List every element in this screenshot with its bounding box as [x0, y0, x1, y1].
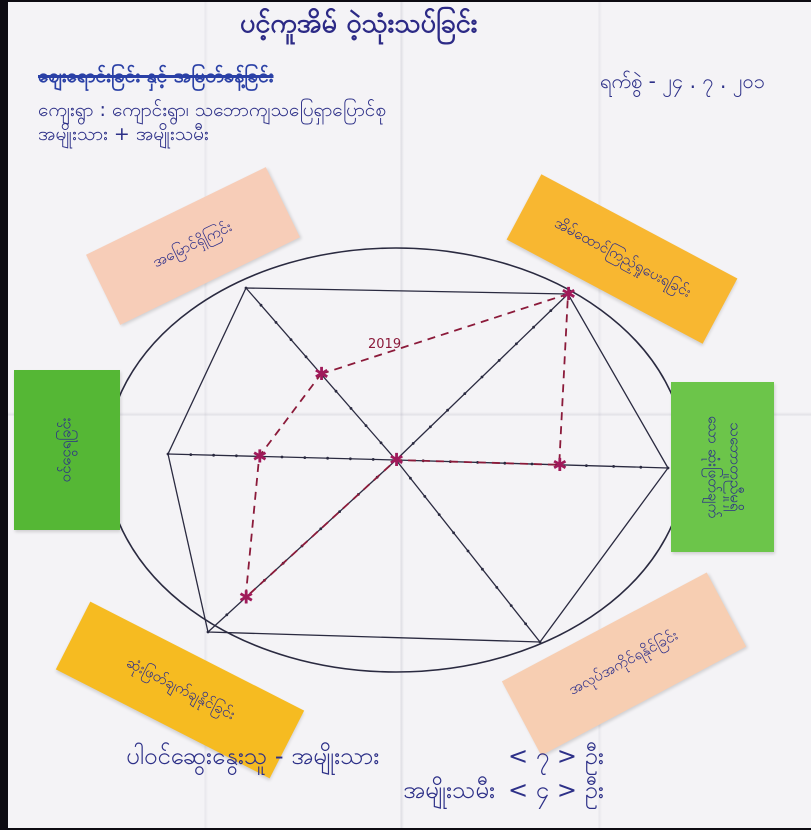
- struck-subtitle: ဈေးရောင်းခြင်း နှင့် အမြတ်ခန့်ခြင်း: [38, 65, 274, 87]
- year-label: 2019: [368, 337, 401, 352]
- tick-bottom_left-3: [338, 510, 341, 513]
- series-2019-line: [244, 292, 569, 600]
- women-label: အမျိုးသမီး: [403, 776, 496, 804]
- tick-bottom_left-9: [225, 613, 229, 617]
- tick-top_right-3: [446, 408, 449, 412]
- tick-top_right-5: [480, 375, 484, 379]
- tick-left-5: [280, 455, 284, 459]
- tick-left-8: [212, 453, 216, 457]
- note-left: ဝင်ငွေရခြင်း: [14, 370, 120, 530]
- tick-top_left-2: [364, 424, 368, 427]
- tick-left-7: [235, 454, 238, 458]
- gender-label: အမျိုးသား + အမျိုးသမီး: [38, 123, 209, 145]
- tick-top_right-6: [497, 359, 501, 362]
- tick-right-7: [585, 464, 588, 467]
- tick-bottom_right-3: [437, 513, 441, 516]
- tick-top_left-1: [379, 441, 383, 445]
- tick-bottom_right-5: [466, 549, 470, 553]
- tick-left-4: [303, 456, 307, 459]
- tick-right-9: [639, 465, 643, 469]
- tick-bottom_right-7: [495, 586, 499, 589]
- series-2019-points: ✱ ✱ ✱ ✱ ✱ ✱: [239, 284, 576, 609]
- point-top_left: ✱: [314, 364, 329, 385]
- men-count: < ၇ > ဦး: [508, 742, 605, 770]
- tick-right-8: [612, 465, 615, 468]
- tick-top_right-7: [515, 342, 518, 346]
- tick-top_left-8: [274, 321, 278, 324]
- tick-right-5: [530, 462, 534, 466]
- tick-bottom_right-8: [509, 604, 513, 607]
- tick-top_left-3: [349, 407, 353, 410]
- tick-top_left-9: [259, 303, 263, 307]
- tick-top_right-4: [463, 392, 467, 395]
- point-bottom_left: ✱: [239, 588, 254, 609]
- point-top_right: ✱: [561, 284, 576, 305]
- participants-label: ပါဝင်ဆွေးနွေးသူ - အမျိုးသား: [126, 742, 380, 770]
- tick-bottom_right-4: [452, 531, 455, 535]
- tick-top_right-8: [532, 325, 535, 329]
- tick-left-1: [371, 458, 375, 461]
- tick-bottom_right-1: [409, 476, 412, 480]
- point-right: ✱: [552, 455, 567, 476]
- tick-bottom_right-9: [524, 622, 527, 626]
- village-label: ကျေးရွာ : ကျောင်းရွာ၊ သဘောကျသပြေရှာပြောင…: [38, 99, 387, 121]
- tick-top_left-6: [304, 355, 308, 359]
- spider-web-diagram: ✱ ✱ ✱ ✱ ✱ ✱ 2019: [105, 247, 687, 673]
- tick-right-4: [503, 461, 507, 465]
- tick-top_left-7: [289, 338, 293, 341]
- tick-top_left-4: [334, 389, 338, 393]
- tick-top_right-9: [549, 309, 553, 312]
- date: ရက်စွဲ - ၂၄ . ၇ . ၂၀၁: [600, 69, 766, 93]
- note-right: သဘောတူညီမှုရှိသော ဆုံးဖြတ်ချက်: [671, 382, 774, 552]
- tick-bottom_left-4: [319, 527, 323, 531]
- tick-bottom_right-6: [481, 567, 484, 571]
- point-left: ✱: [252, 446, 267, 467]
- tick-top_right-1: [411, 442, 415, 445]
- tick-left-9: [189, 453, 193, 456]
- tick-right-6: [557, 463, 561, 467]
- page-title: ပင့်ကူအိမ် ဝဲ့သုံးသပ်ခြင်း: [240, 8, 478, 39]
- tick-left-3: [326, 456, 329, 460]
- point-bottom_right: ✱: [389, 450, 404, 471]
- paper-sheet: ✱ ✱ ✱ ✱ ✱ ✱ 2019 ပင့်ကူအိမ် ဝဲ့သုံးသပ်ခြင်း ဈ…: [8, 2, 811, 828]
- women-count: < ၄ > ဦး: [508, 776, 605, 804]
- tick-top_right-2: [429, 425, 432, 429]
- tick-left-2: [349, 457, 352, 461]
- tick-bottom_right-2: [423, 495, 427, 498]
